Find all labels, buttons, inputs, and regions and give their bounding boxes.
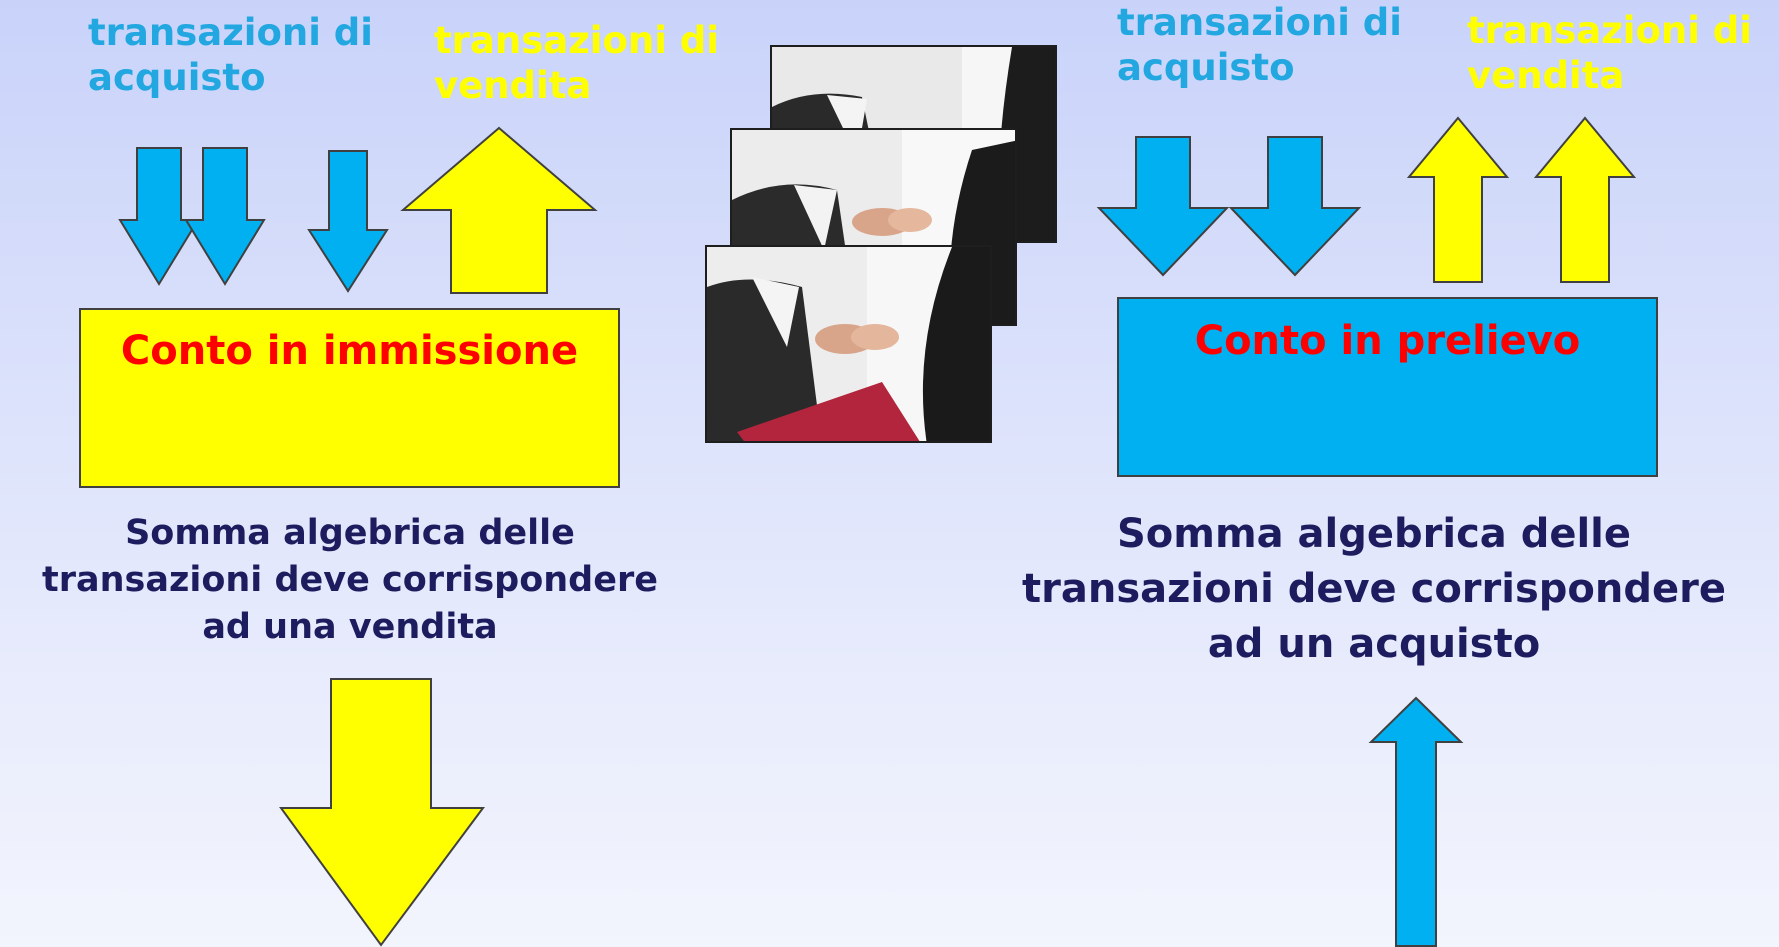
account-box-prelievo: Conto in prelievo <box>1117 297 1658 477</box>
right-purchase-arrow-icon-2 <box>1228 136 1362 277</box>
right-sale-arrow-icon-1 <box>1406 116 1510 283</box>
account-box-prelievo-title: Conto in prelievo <box>1194 318 1581 364</box>
left-summary-text: Somma algebrica delle transazioni deve c… <box>42 513 658 647</box>
left-purchase-label: transazioni di acquisto <box>88 11 373 99</box>
left-sale-arrow-icon <box>400 126 598 294</box>
account-box-immissione: Conto in immissione <box>79 308 620 488</box>
left-purchase-arrow-icon-1 <box>118 147 200 286</box>
right-sale-arrow-icon-2 <box>1533 116 1637 283</box>
left-result-arrow-icon <box>279 678 485 947</box>
left-purchase-arrow-icon-2 <box>184 147 266 286</box>
left-purchase-arrow-icon-3 <box>307 150 389 293</box>
left-sale-label: transazioni di vendita <box>434 19 719 107</box>
right-summary-text: Somma algebrica delle transazioni deve c… <box>1022 511 1726 667</box>
handshake-photo-front <box>705 245 992 443</box>
right-result-arrow-icon <box>1368 696 1464 947</box>
right-purchase-label: transazioni di acquisto <box>1117 1 1402 89</box>
right-sale-label: transazioni di vendita <box>1467 9 1752 97</box>
account-box-immissione-title: Conto in immissione <box>120 328 579 374</box>
right-purchase-arrow-icon-1 <box>1096 136 1230 277</box>
